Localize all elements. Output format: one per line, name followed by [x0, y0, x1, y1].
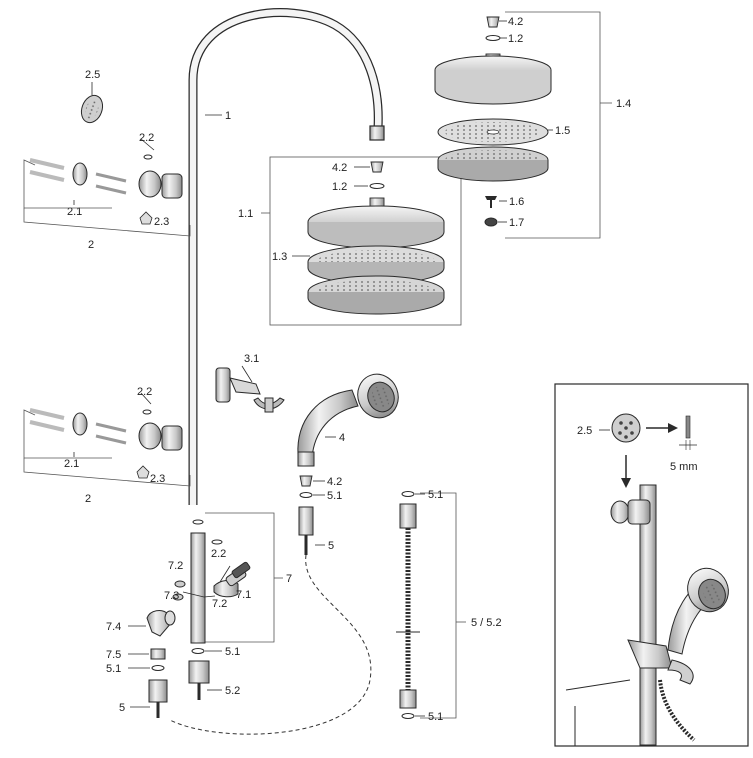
label-1: 1 — [225, 110, 231, 122]
label-4-2-c: 4.2 — [327, 476, 342, 488]
label-1-3: 1.3 — [272, 251, 287, 263]
label-7-4: 7.4 — [106, 621, 121, 633]
holder-slider — [215, 367, 231, 403]
nut-1-7 — [484, 217, 498, 227]
screw-2-3-b — [136, 465, 150, 479]
label-4-2-b: 4.2 — [508, 16, 523, 28]
label-1-7: 1.7 — [509, 217, 524, 229]
bracket-body-b — [138, 422, 162, 450]
bracket-clamp-b — [161, 425, 183, 451]
screw-1-6 — [485, 196, 497, 208]
washer-2-2-a — [143, 154, 153, 160]
label-1-5: 1.5 — [555, 125, 570, 137]
diverter-tube — [190, 532, 206, 644]
hand-shower-4: 4 — [297, 373, 399, 467]
wall-bracket-group-top: 2.5 2.2 2.1 2.3 2 — [23, 69, 191, 251]
label-2-2-b: 2.2 — [137, 386, 152, 398]
label-5-mm: 5 mm — [670, 461, 698, 473]
washer-2-2-b — [142, 409, 152, 415]
label-7-1: 7.1 — [236, 589, 251, 601]
label-5-1-b: 5.1 — [106, 663, 121, 675]
holder-3-1: 3.1 — [215, 353, 285, 413]
label-3-1: 3.1 — [244, 353, 259, 365]
shower-head-group-1-4: 1.4 4.2 1.2 1.5 1.6 1.7 — [434, 11, 631, 239]
nut-4-2-b — [486, 16, 500, 28]
label-5-a: 5 — [328, 540, 334, 552]
label-7-5: 7.5 — [106, 649, 121, 661]
nut-4-2-a — [370, 161, 384, 173]
label-2-5-a: 2.5 — [85, 69, 100, 81]
label-5-5-2: 5 / 5.2 — [471, 617, 502, 629]
washer-1-2-a — [369, 183, 385, 189]
label-4-2-a: 4.2 — [332, 162, 347, 174]
label-1-2-b: 1.2 — [508, 33, 523, 45]
label-2-3-b: 2.3 — [150, 473, 165, 485]
elbow-fittings: 7.4 7.5 5.1 5 5.1 5.2 — [106, 610, 240, 718]
label-7-2-a: 7.2 — [168, 560, 183, 572]
label-5-2: 5.2 — [225, 685, 240, 697]
label-4: 4 — [339, 432, 345, 444]
wall-plate-2-1-a — [72, 162, 88, 186]
label-2-3-a: 2.3 — [154, 216, 169, 228]
hand-shower-fittings: 4.2 5.1 5 — [298, 475, 342, 555]
wall-plate-2-1-b — [72, 412, 88, 436]
label-5-1-a: 5.1 — [327, 490, 342, 502]
label-2-1-a: 2.1 — [67, 206, 82, 218]
label-5-1-e: 5.1 — [428, 711, 443, 723]
label-2-1-b: 2.1 — [64, 458, 79, 470]
bracket-body-a — [138, 170, 162, 198]
hose-nut-5 — [148, 679, 168, 703]
wall-bracket-group-bottom: 2.2 2.1 2.3 2 — [23, 386, 191, 505]
label-2-a: 2 — [88, 239, 94, 251]
bracket-clamp-a — [161, 173, 183, 199]
inset-detail: 2.5 5 mm — [554, 383, 749, 747]
hose-dashed-path — [169, 554, 372, 735]
label-5-b: 5 — [119, 702, 125, 714]
screw-2-3-a — [139, 211, 153, 225]
label-1-1: 1.1 — [238, 208, 253, 220]
label-2-b: 2 — [85, 493, 91, 505]
label-2-2-a: 2.2 — [139, 132, 154, 144]
inset-rail — [639, 484, 657, 746]
label-1-6: 1.6 — [509, 196, 524, 208]
label-7-3: 7.3 — [164, 590, 179, 602]
label-7-2-b: 7.2 — [212, 598, 227, 610]
diverter-group-7: 7 2.2 7.1 7.2 7.3 7.2 — [164, 512, 292, 644]
washer-1-2-b — [485, 35, 501, 41]
frame-1-1 — [269, 156, 462, 326]
shower-head-group-1-1: 1.1 4.2 1.2 1.3 — [238, 156, 462, 326]
label-7: 7 — [286, 573, 292, 585]
hose-end-5-2 — [188, 660, 210, 684]
shower-hose-5-5-2: 5 / 5.2 5.1 5.1 — [396, 489, 502, 723]
label-2-2-c: 2.2 — [211, 548, 226, 560]
label-1-4: 1.4 — [616, 98, 631, 110]
label-2-5-b: 2.5 — [577, 425, 592, 437]
hose-end-5 — [298, 506, 314, 536]
label-5-1-d: 5.1 — [428, 489, 443, 501]
riser-pipe — [188, 8, 385, 505]
label-1-2-a: 1.2 — [332, 181, 347, 193]
label-5-1-c: 5.1 — [225, 646, 240, 658]
